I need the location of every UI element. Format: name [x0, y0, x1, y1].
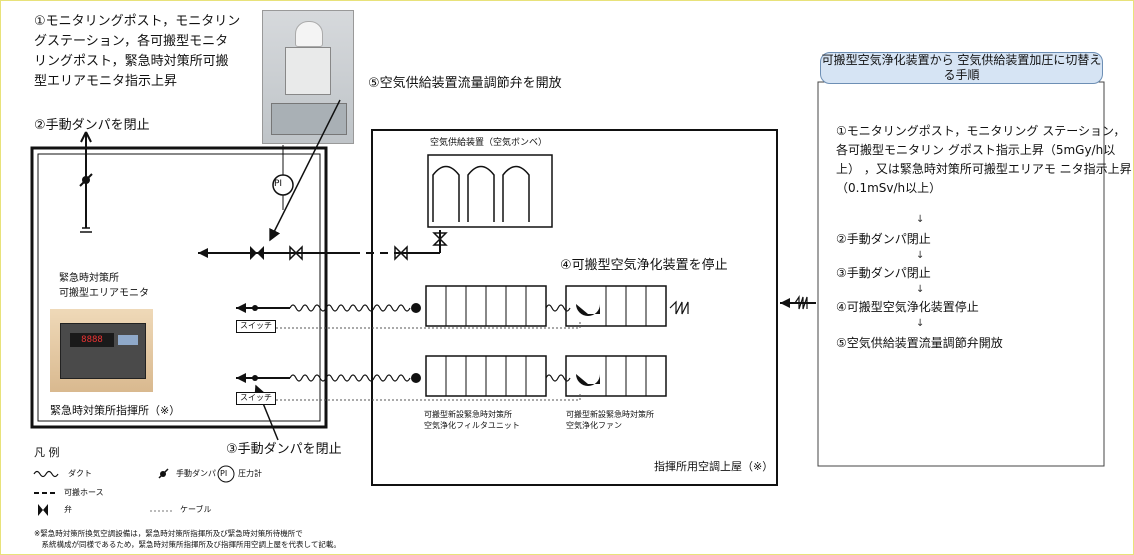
air-supply-label: 空気供給装置（空気ボンベ）: [430, 138, 548, 148]
procedure-step-3: ③手動ダンパ閉止: [836, 266, 931, 280]
procedure-title: 可搬型空気浄化装置から 空気供給装置加圧に切替える手順: [820, 52, 1103, 84]
legend-title: 凡 例: [34, 446, 60, 459]
step4-callout: ④可搬型空気浄化装置を停止: [560, 258, 728, 273]
switch-label-lower: スイッチ: [236, 392, 276, 405]
area-monitor-label: 緊急時対策所 可搬型エリアモニタ: [59, 273, 149, 299]
step2-callout: ②手動ダンパを閉止: [34, 118, 150, 133]
legend-gauge: 圧力計: [238, 469, 262, 478]
procedure-step-2: ②手動ダンパ閉止: [836, 232, 931, 246]
legend-damper: 手動ダンパ: [176, 469, 216, 478]
pressure-gauge-label: PI: [274, 179, 283, 189]
legend-duct: ダクト: [68, 469, 92, 478]
procedure-arrow: ↓: [916, 284, 925, 295]
step1-callout: ①モニタリングポスト，モニタリン グステーション，各可搬型モニタ リングポスト，…: [34, 14, 241, 89]
legend-gauge-symbol: PI: [220, 469, 228, 478]
procedure-step-4: ④可搬型空気浄化装置停止: [836, 300, 979, 314]
monitoring-post-photo: [262, 10, 354, 144]
procedure-step-5: ⑤空気供給装置流量調節弁開放: [836, 336, 1003, 350]
switch-label-upper: スイッチ: [236, 320, 276, 333]
legend-hose: 可搬ホース: [64, 488, 104, 497]
procedure-step-1: ①モニタリングポスト，モニタリング ステーション，各可搬型モニタリン グポスト指…: [836, 124, 1132, 195]
procedure-arrow: ↓: [916, 318, 925, 329]
command-post-label: 緊急時対策所指揮所（※）: [50, 404, 181, 417]
roof-label: 指揮所用空調上屋（※）: [654, 460, 774, 473]
legend-cable: ケーブル: [180, 505, 212, 514]
fan-label: 可搬型新設緊急時対策所 空気浄化ファン: [566, 410, 654, 430]
footnote: ※緊急時対策所換気空調設備は，緊急時対策所指揮所及び緊急時対策所待機所で 系統構…: [34, 529, 341, 549]
step5-callout: ⑤空気供給装置流量調節弁を開放: [368, 76, 562, 91]
step3-callout: ③手動ダンパを閉止: [226, 442, 342, 457]
procedure-arrow: ↓: [916, 214, 925, 225]
filter-unit-label: 可搬型新設緊急時対策所 空気浄化フィルタユニット: [424, 410, 520, 430]
area-monitor-photo: 8888: [50, 309, 153, 392]
procedure-arrow: ↓: [916, 250, 925, 261]
legend-valve: 弁: [64, 505, 72, 514]
